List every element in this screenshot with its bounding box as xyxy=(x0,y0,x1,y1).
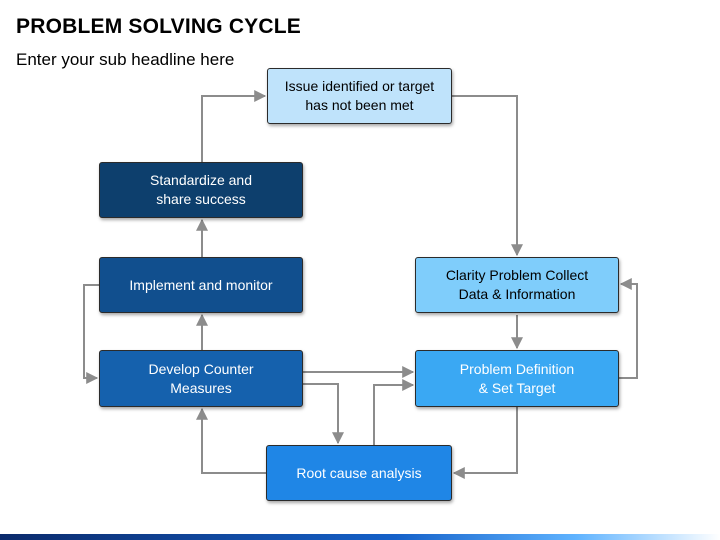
page-title: PROBLEM SOLVING CYCLE xyxy=(16,15,301,38)
arrow-implement-to-develop xyxy=(83,284,99,384)
arrow-issue-to-clarity xyxy=(452,95,523,257)
page-subtitle: Enter your sub headline here xyxy=(16,50,235,69)
node-develop-countermeasures: Develop Counter Measures xyxy=(99,350,303,407)
node-clarity-label: Clarity Problem Collect Data & Informati… xyxy=(445,267,589,302)
node-root-cause: Root cause analysis xyxy=(266,445,452,501)
node-standardize-label: Standardize and share success xyxy=(150,172,252,207)
node-implement-label: Implement and monitor xyxy=(129,276,273,293)
arrow-standardize-to-issue xyxy=(201,90,267,162)
node-problem-definition: Problem Definition & Set Target xyxy=(415,350,619,407)
node-problem-label: Problem Definition & Set Target xyxy=(459,360,575,396)
node-develop-label: Develop Counter Measures xyxy=(148,360,254,396)
arrow-develop-to-root xyxy=(303,383,344,445)
node-standardize: Standardize and share success xyxy=(99,162,303,218)
node-issue-label: Issue identified or target has not been … xyxy=(284,78,435,113)
footer-gradient-bar xyxy=(0,534,720,540)
arrow-problem-to-clarity xyxy=(619,278,638,379)
arrow-root-to-develop xyxy=(196,407,266,474)
node-implement: Implement and monitor xyxy=(99,257,303,313)
node-root-label: Root cause analysis xyxy=(296,464,422,481)
arrow-root-to-problem xyxy=(373,379,415,445)
arrow-problem-to-root xyxy=(452,407,518,479)
node-issue-identified: Issue identified or target has not been … xyxy=(267,68,452,124)
node-clarity-problem: Clarity Problem Collect Data & Informati… xyxy=(415,257,619,313)
